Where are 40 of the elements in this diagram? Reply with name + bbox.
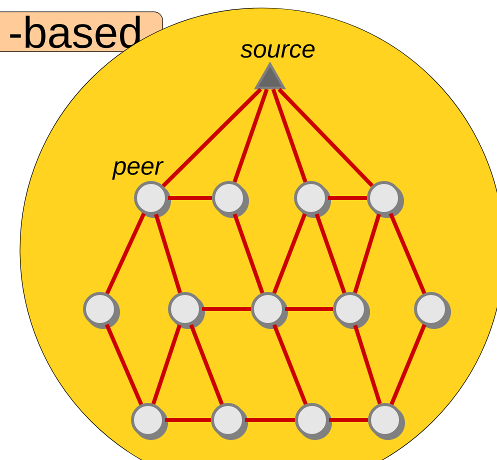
link-line [278, 88, 374, 188]
node-label: source [240, 44, 315, 58]
peer-circle [294, 181, 331, 218]
link-line [329, 418, 368, 422]
link-line [272, 324, 308, 405]
peer-circle [251, 292, 288, 329]
link-line [202, 307, 251, 311]
link-line [232, 213, 264, 294]
link-line [285, 307, 333, 311]
peer-circle [367, 181, 404, 218]
link-line [154, 214, 182, 294]
link-line [105, 212, 146, 294]
link-line [314, 213, 346, 294]
peer-circle [333, 292, 370, 329]
link-line [165, 418, 211, 422]
link-line [271, 88, 308, 183]
peer-circle [211, 403, 248, 440]
peer-circle [212, 181, 249, 218]
link-line [272, 213, 307, 294]
link-line [328, 196, 367, 200]
peer-circle [131, 403, 168, 440]
peer-circle [414, 292, 451, 329]
node-label: peer [112, 161, 164, 180]
title-banner: -based [0, 12, 163, 52]
peer-circle [168, 292, 205, 329]
link-line [390, 324, 426, 406]
link-line [353, 214, 381, 294]
peer-circle [134, 181, 171, 218]
peer-circle [368, 403, 405, 440]
link-line [168, 196, 212, 200]
link-line [388, 212, 426, 294]
link-line [189, 324, 224, 405]
link-line [162, 88, 262, 188]
link-line [232, 88, 269, 183]
link-line [353, 324, 382, 404]
peer-circle [83, 292, 120, 329]
link-line [104, 324, 144, 406]
peer-circle [295, 403, 332, 440]
link-line [245, 418, 295, 422]
link-line [151, 324, 182, 404]
